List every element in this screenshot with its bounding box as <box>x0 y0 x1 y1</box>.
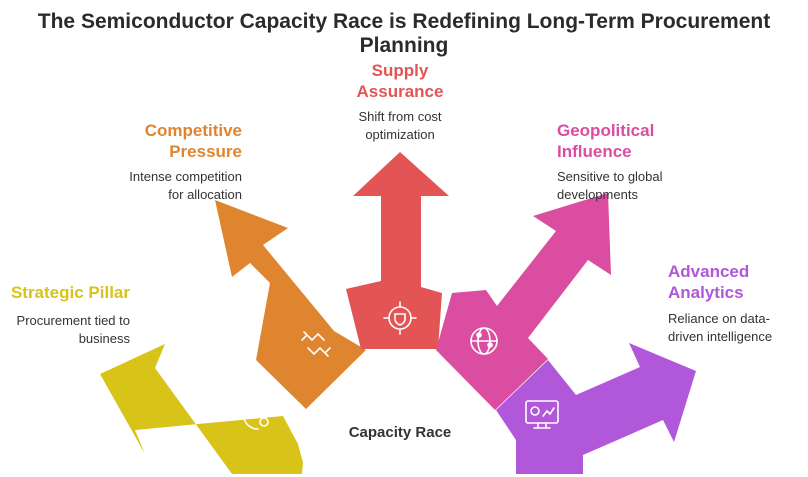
desc-advanced-analytics: Reliance on data-driven intelligence <box>668 311 773 344</box>
arrow-geopolitical-influence <box>436 193 611 410</box>
analytics-monitor-icon <box>525 400 559 429</box>
arrow-strategic-pillar <box>100 344 306 474</box>
shield-target-icon <box>383 301 417 335</box>
center-hub <box>302 379 498 477</box>
gears-cycle-icon <box>243 397 272 430</box>
arrow-shape-strategic-pillar <box>100 344 306 474</box>
arrow-supply-assurance <box>346 152 449 349</box>
center-label: Capacity Race <box>348 424 452 441</box>
globe-network-icon <box>470 327 498 355</box>
label-strategic-pillar: Strategic Pillar <box>10 283 130 302</box>
arrow-shape-supply-assurance <box>346 152 449 349</box>
page-title: The Semiconductor Capacity Race is Redef… <box>37 10 771 57</box>
arrow-competitive-pressure <box>215 200 366 409</box>
handshake-icon <box>301 331 331 357</box>
arrow-shape-geopolitical-influence <box>436 193 611 410</box>
arrow-shape-advanced-analytics <box>496 343 696 474</box>
arrow-advanced-analytics <box>496 343 696 474</box>
arrow-shape-competitive-pressure <box>215 200 366 409</box>
